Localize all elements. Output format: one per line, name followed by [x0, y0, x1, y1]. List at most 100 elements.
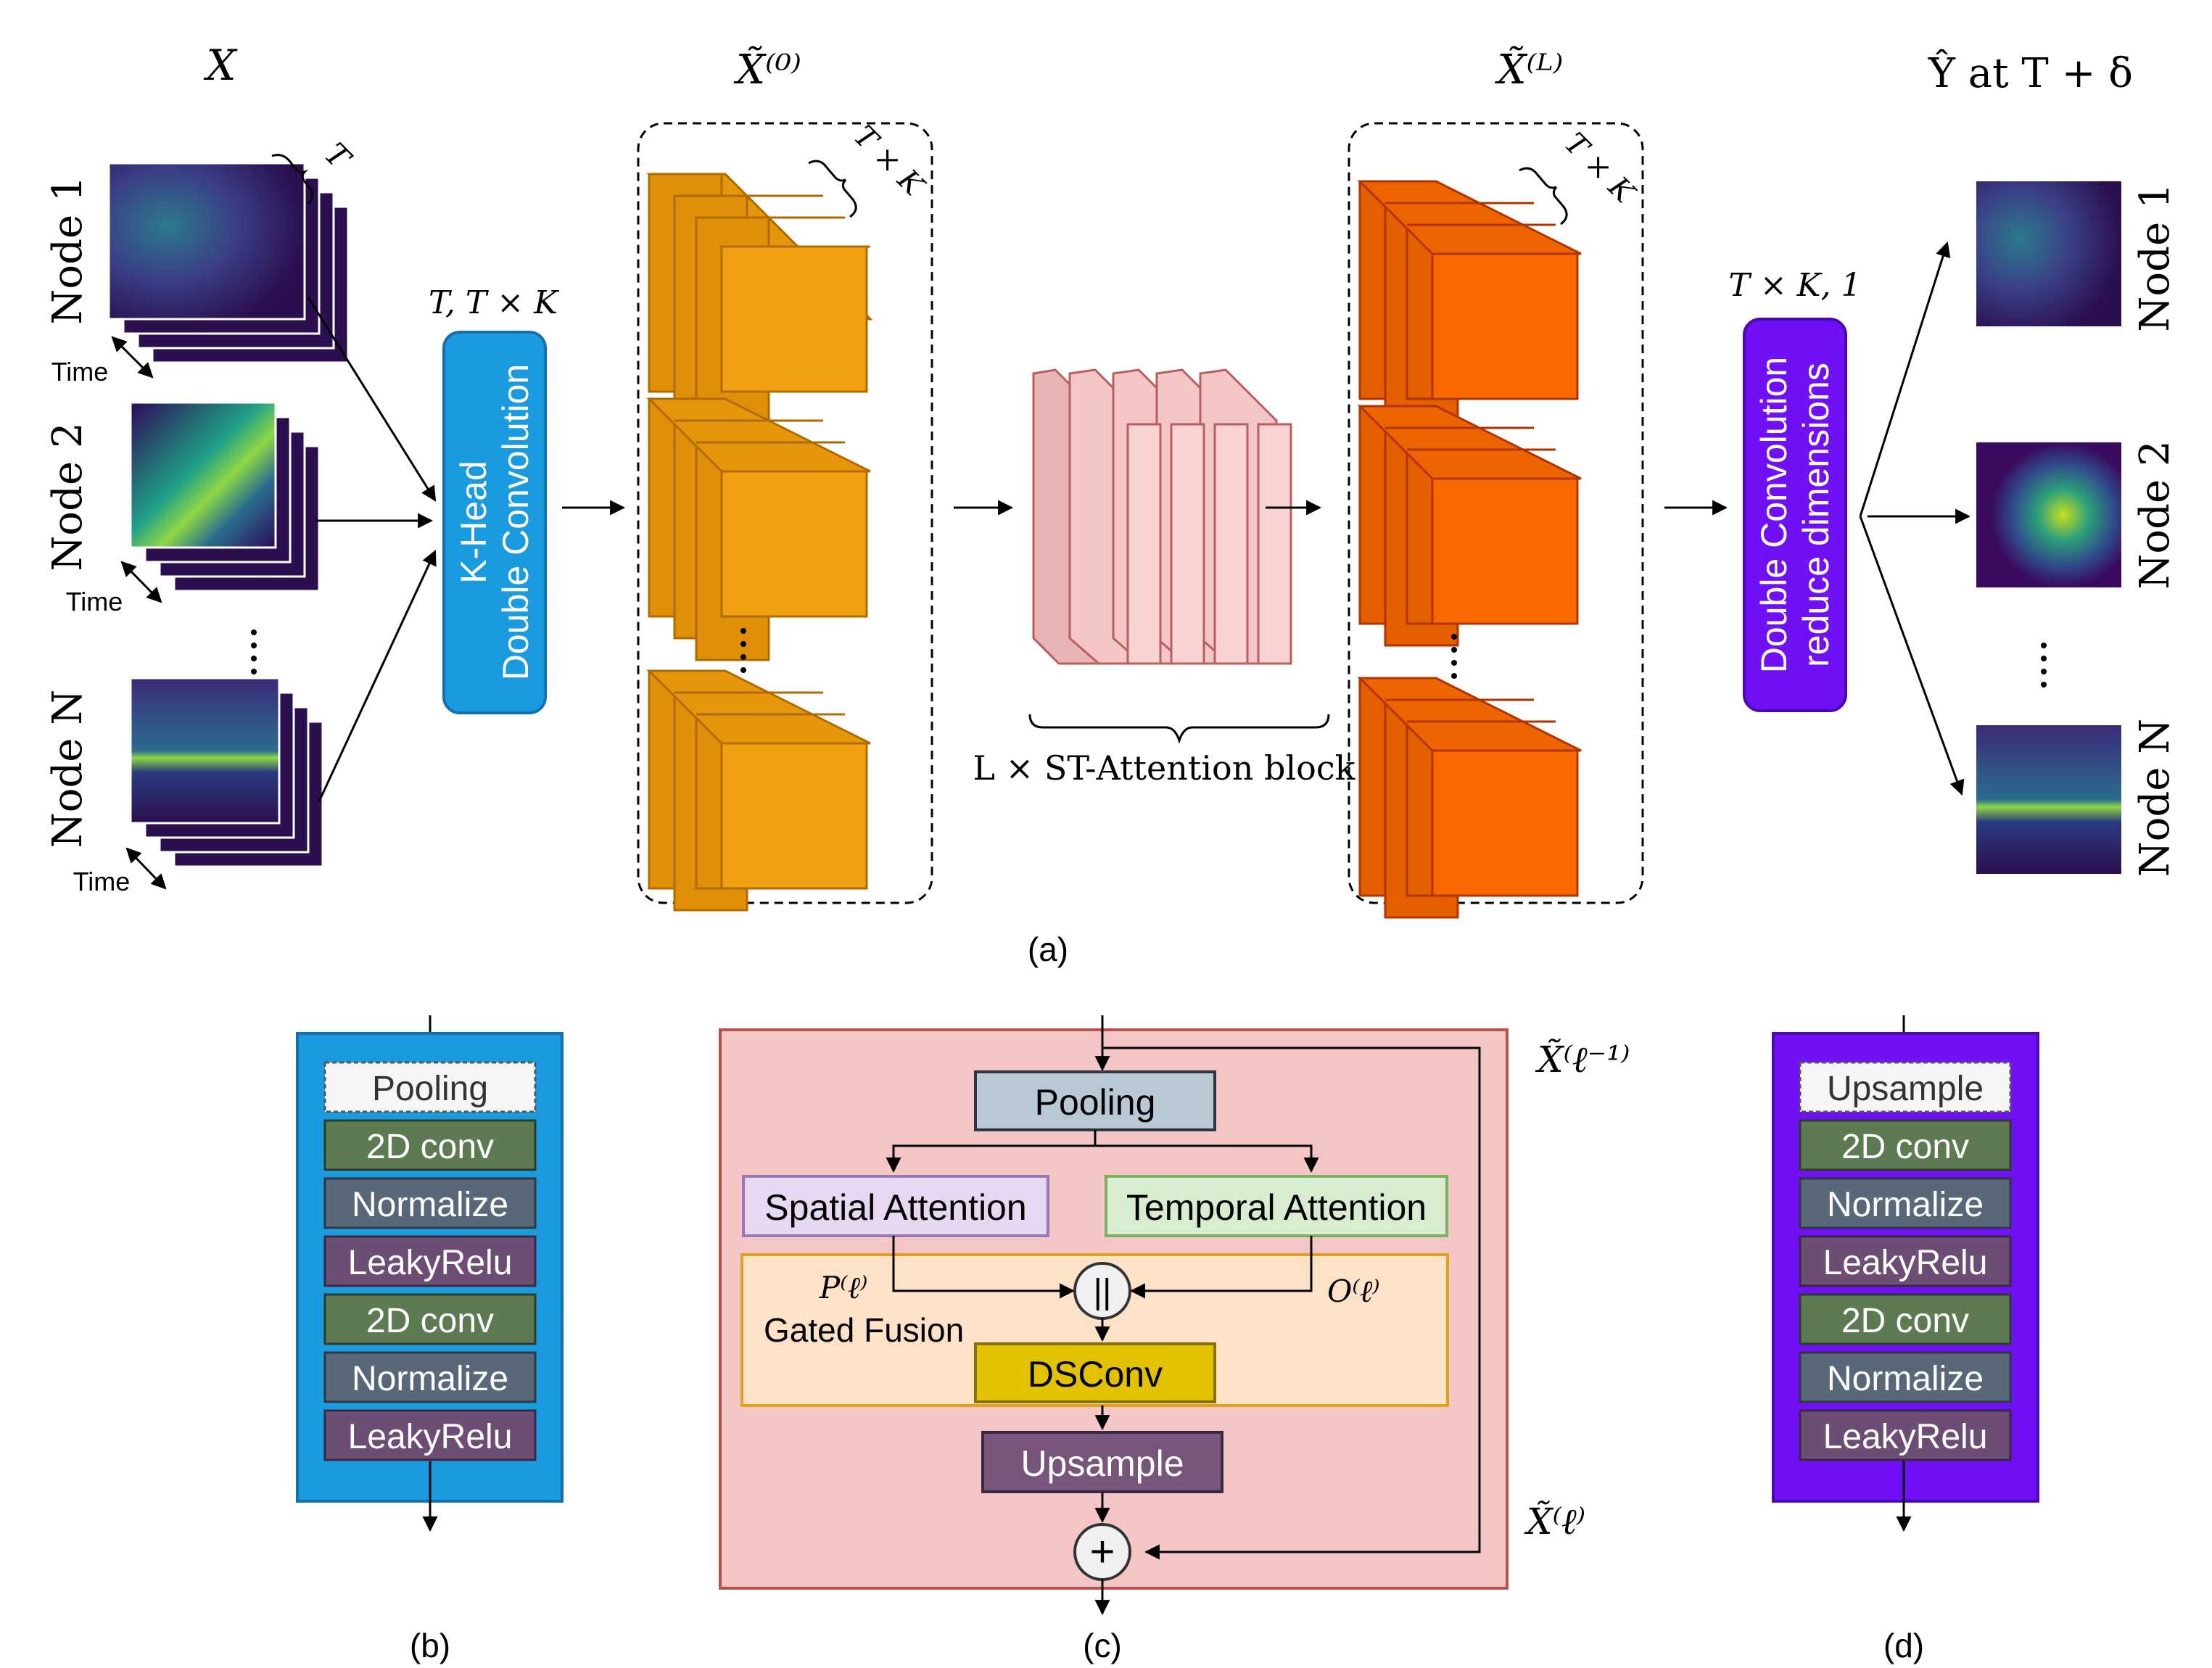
caption-b: (b) [410, 1627, 450, 1664]
double-conv-reduce-block [1743, 318, 1847, 712]
c-x-prev-label: X̃⁽ℓ⁻¹⁾ [1535, 1038, 1630, 1081]
c-x-out-label: X̃⁽ℓ⁾ [1524, 1500, 1585, 1543]
arrow-out-noden [1859, 516, 1965, 796]
st-block-label: L × ST-Attention block [973, 748, 1355, 788]
b-layer-pooling [323, 1061, 537, 1113]
out-dims-label: T × K, 1 [1728, 267, 1861, 304]
d-layer-4-text: 2D conv [1841, 1302, 1969, 1340]
caption-c: (c) [1083, 1627, 1122, 1664]
d-layer-1-text: 2D conv [1841, 1128, 1969, 1166]
b-layer-1-text: 2D conv [366, 1128, 494, 1166]
x0-label: X̃⁽⁰⁾ [733, 46, 801, 94]
b-layer-4-text: 2D conv [366, 1302, 494, 1340]
caption-d: (d) [1883, 1627, 1924, 1664]
c-upsample-block [981, 1431, 1223, 1493]
dconv-line1: Double Convolution [1754, 357, 1794, 673]
b-layer-0-text: Pooling [372, 1070, 488, 1108]
b-layer-3-text: LeakyRelu [348, 1244, 513, 1282]
c-upsample-text: Upsample [1020, 1443, 1184, 1484]
c-pooling-block [974, 1070, 1216, 1131]
xl-cube-3 [1357, 677, 1582, 919]
xl-label: X̃⁽ᴸ⁾ [1495, 46, 1564, 94]
khead-line1: K-Head [453, 461, 494, 584]
dconv-line2: reduce dimensions [1796, 363, 1836, 667]
arrow-out-node1 [1859, 241, 1951, 517]
brace-tk-xl [1519, 167, 1568, 226]
time-arrow-2 [120, 561, 162, 603]
output-node-1-map [1976, 181, 2121, 326]
c-spatial-text: Spatial Attention [764, 1187, 1026, 1228]
c-dsconv-text: DSConv [1028, 1354, 1163, 1395]
input-node-n-stack [129, 677, 324, 868]
xl-ellipsis [1451, 634, 1457, 679]
xl-cube-1 [1357, 180, 1582, 422]
d-layer-5-text: Normalize [1827, 1360, 1984, 1398]
brace-tk-x0-label: T × K [847, 120, 931, 204]
d-layer-normalize [1799, 1177, 2012, 1229]
c-gated-fusion-label: Gated Fusion [764, 1311, 964, 1349]
x0-cube-3 [646, 669, 871, 912]
c-spatial-attention-block [742, 1175, 1049, 1237]
d-layer-conv-2 [1799, 1293, 2012, 1345]
arrow-node1-khead [307, 297, 437, 502]
b-layer-5-text: Normalize [352, 1360, 508, 1398]
panel-d-layers: Upsample 2D conv Normalize LeakyRelu 2D … [1799, 1061, 2012, 1461]
b-layer-leakyrelu [323, 1235, 537, 1287]
c-temporal-attention-block [1105, 1175, 1448, 1237]
xl-cube-2 [1357, 405, 1582, 647]
khead-line2: Double Convolution [495, 364, 536, 680]
brace-tk-xl-label: T × K [1558, 127, 1642, 211]
node-2-label: Node 2 [44, 422, 91, 571]
output-ellipsis [2041, 643, 2047, 688]
x0-ellipsis [740, 628, 746, 673]
node-ellipsis [251, 629, 257, 674]
d-layer-leakyrelu [1799, 1235, 2012, 1287]
d-layer-conv [1799, 1119, 2012, 1171]
x0-cube-1 [646, 173, 873, 437]
output-node-2-map [1976, 442, 2121, 587]
output-node-n-map [1976, 725, 2121, 874]
in-dims-label: T, T × K [429, 284, 559, 321]
b-layer-normalize-2 [323, 1351, 537, 1403]
c-temporal-text: Temporal Attention [1126, 1187, 1427, 1228]
khead-double-conv-block [442, 331, 547, 714]
time-label-1: Time [51, 357, 109, 387]
input-node-2-stack [129, 401, 321, 593]
x0-cube-2 [646, 397, 871, 661]
b-layer-normalize [323, 1177, 537, 1229]
output-node-n-label: Node N [2131, 719, 2179, 878]
b-layer-2-text: Normalize [352, 1186, 508, 1224]
input-node-1-stack [107, 162, 350, 364]
st-attention-slabs [1032, 368, 1292, 665]
c-o-line [1129, 1236, 1313, 1299]
c-o-label: O⁽ℓ⁾ [1327, 1273, 1380, 1309]
d-layer-3-text: LeakyRelu [1823, 1244, 1988, 1282]
output-label: Ŷ at T + δ [1928, 49, 2133, 97]
d-layer-upsample [1799, 1061, 2012, 1113]
brace-t-label: T [318, 136, 359, 177]
c-p-label: P⁽ℓ⁾ [819, 1270, 867, 1305]
c-residual-line [1102, 1046, 1481, 1560]
d-layer-leakyrelu-2 [1799, 1409, 2012, 1461]
brace-tk-x0 [808, 160, 857, 218]
c-concat-text: || [1094, 1273, 1112, 1311]
c-pooling-text: Pooling [1035, 1082, 1156, 1123]
node-1-label: Node 1 [44, 176, 91, 324]
time-label-2: Time [66, 587, 123, 616]
caption-a: (a) [1028, 930, 1068, 968]
b-layer-conv-2 [323, 1293, 537, 1345]
b-layer-6-text: LeakyRelu [348, 1418, 513, 1456]
output-node-2-label: Node 2 [2131, 440, 2179, 589]
xl-container [1348, 122, 1644, 904]
d-layer-0-text: Upsample [1827, 1070, 1984, 1108]
time-arrow-n [125, 847, 167, 890]
st-brace [1028, 714, 1330, 744]
b-layer-leakyrelu-2 [323, 1409, 537, 1461]
c-add-text: + [1089, 1527, 1115, 1576]
c-split-line-right [1095, 1144, 1319, 1173]
time-label-n: Time [73, 867, 131, 896]
d-layer-normalize-2 [1799, 1351, 2012, 1403]
input-label: X [203, 41, 238, 90]
